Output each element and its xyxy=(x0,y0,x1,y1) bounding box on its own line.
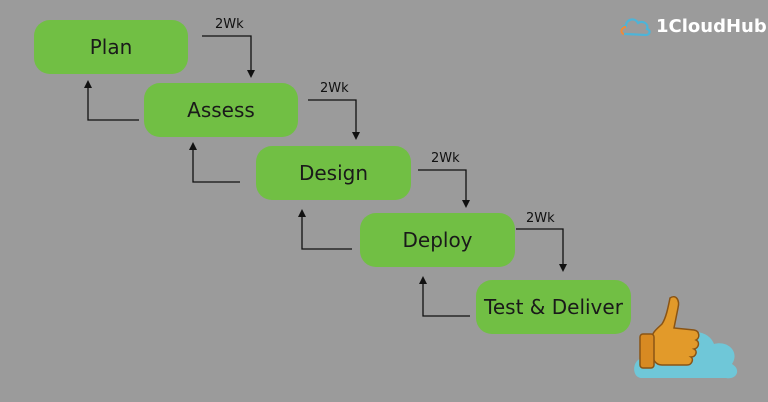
brand-logo: 1CloudHub xyxy=(618,14,767,38)
stage-label: Design xyxy=(298,161,369,185)
brand-name: 1CloudHub xyxy=(656,15,767,37)
duration-label: 2Wk xyxy=(215,17,244,32)
stage-assess: Assess xyxy=(144,83,298,137)
stage-test-deliver: Test & Deliver xyxy=(476,280,631,334)
feedback-arrow-1 xyxy=(84,80,139,121)
forward-arrow-1 xyxy=(202,35,255,78)
feedback-arrow-3 xyxy=(298,209,352,250)
cloud-logo-icon xyxy=(620,18,651,37)
thumbs-up-cloud-icon xyxy=(634,296,738,379)
forward-arrow-3 xyxy=(418,169,470,208)
forward-arrow-2 xyxy=(308,99,360,140)
stage-label: Deploy xyxy=(402,228,473,252)
stage-label: Plan xyxy=(89,35,133,59)
feedback-arrow-2 xyxy=(189,142,240,183)
stage-label: Test & Deliver xyxy=(484,295,623,319)
stage-plan: Plan xyxy=(34,20,188,74)
stage-design: Design xyxy=(256,146,411,200)
duration-label: 2Wk xyxy=(320,81,349,96)
duration-label: 2Wk xyxy=(431,151,460,166)
stage-deploy: Deploy xyxy=(360,213,515,267)
stage-label: Assess xyxy=(187,98,255,122)
duration-label: 2Wk xyxy=(526,211,555,226)
feedback-arrow-4 xyxy=(419,276,470,317)
forward-arrow-4 xyxy=(516,228,567,272)
